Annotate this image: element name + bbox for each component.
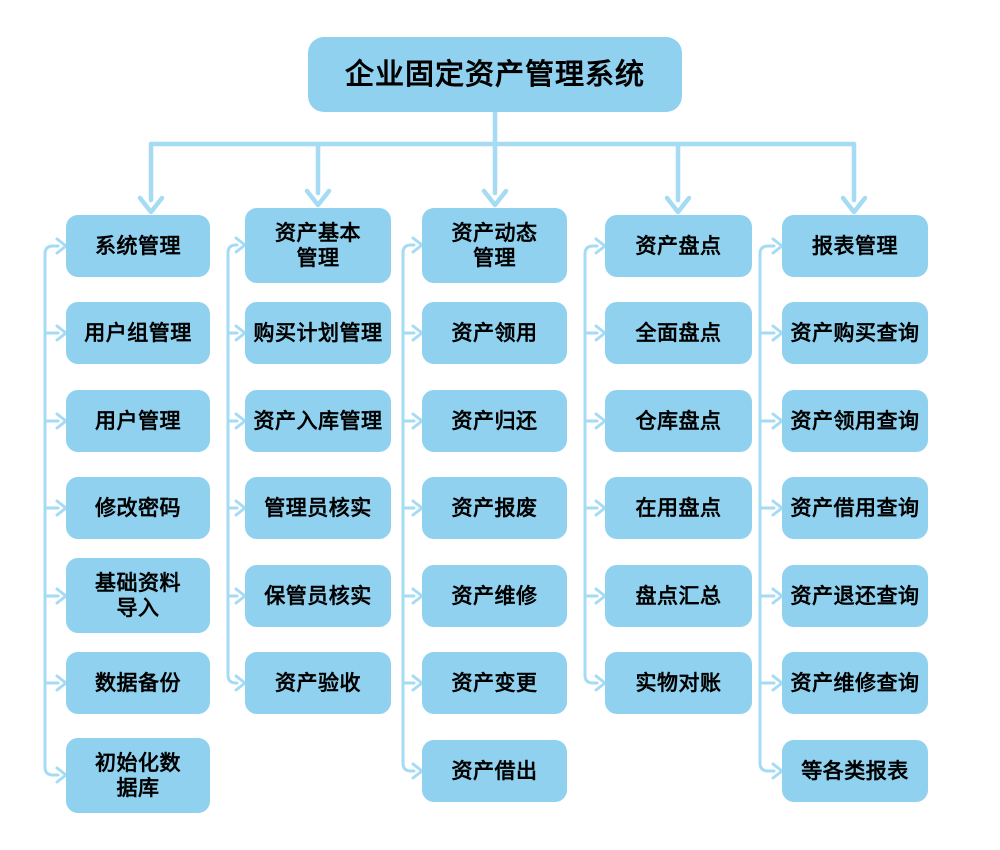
node-inventory-summary: 盘点汇总: [605, 565, 752, 627]
node-user-group-management: 用户组管理: [66, 302, 210, 364]
node-base-data-import: 基础资料 导入: [66, 558, 210, 633]
node-asset-repair-query: 资产维修查询: [782, 652, 928, 714]
arrow-down-icon: [137, 195, 165, 215]
node-system-management: 系统管理: [66, 215, 210, 277]
node-asset-inventory: 资产盘点: [605, 215, 752, 277]
node-asset-requisition-query: 资产领用查询: [782, 390, 928, 452]
node-user-management: 用户管理: [66, 390, 210, 452]
node-asset-scrap: 资产报废: [422, 477, 567, 539]
column-spine: [43, 244, 60, 777]
node-asset-requisition: 资产领用: [422, 302, 567, 364]
node-admin-verification: 管理员核实: [245, 477, 391, 539]
node-data-backup: 数据备份: [66, 652, 210, 714]
node-report-management: 报表管理: [782, 215, 928, 277]
column-spine: [226, 243, 239, 685]
node-asset-acceptance: 资产验收: [245, 652, 391, 714]
node-asset-basic-management: 资产基本 管理: [245, 208, 391, 283]
node-purchase-plan-management: 购买计划管理: [245, 302, 391, 364]
node-asset-lend: 资产借出: [422, 740, 567, 802]
node-asset-return-query: 资产退还查询: [782, 565, 928, 627]
arrow-down-icon: [840, 195, 868, 215]
node-asset-borrow-query: 资产借用查询: [782, 477, 928, 539]
node-warehouse-inventory: 仓库盘点: [605, 390, 752, 452]
node-physical-reconciliation: 实物对账: [605, 652, 752, 714]
arrow-down-icon: [664, 195, 692, 215]
node-change-password: 修改密码: [66, 477, 210, 539]
node-asset-inbound-management: 资产入库管理: [245, 390, 391, 452]
node-initialize-database: 初始化数 据库: [66, 738, 210, 813]
arrow-down-icon: [481, 188, 509, 208]
arrow-down-icon: [304, 188, 332, 208]
node-custodian-verification: 保管员核实: [245, 565, 391, 627]
node-full-inventory: 全面盘点: [605, 302, 752, 364]
node-other-reports: 等各类报表: [782, 740, 928, 802]
diagram-title: 企业固定资产管理系统: [308, 37, 682, 112]
node-asset-repair: 资产维修: [422, 565, 567, 627]
node-asset-change: 资产变更: [422, 652, 567, 714]
node-asset-return: 资产归还: [422, 390, 567, 452]
node-asset-dynamic-management: 资产动态 管理: [422, 208, 567, 283]
column-spine: [583, 244, 599, 685]
node-asset-purchase-query: 资产购买查询: [782, 302, 928, 364]
node-in-use-inventory: 在用盘点: [605, 477, 752, 539]
